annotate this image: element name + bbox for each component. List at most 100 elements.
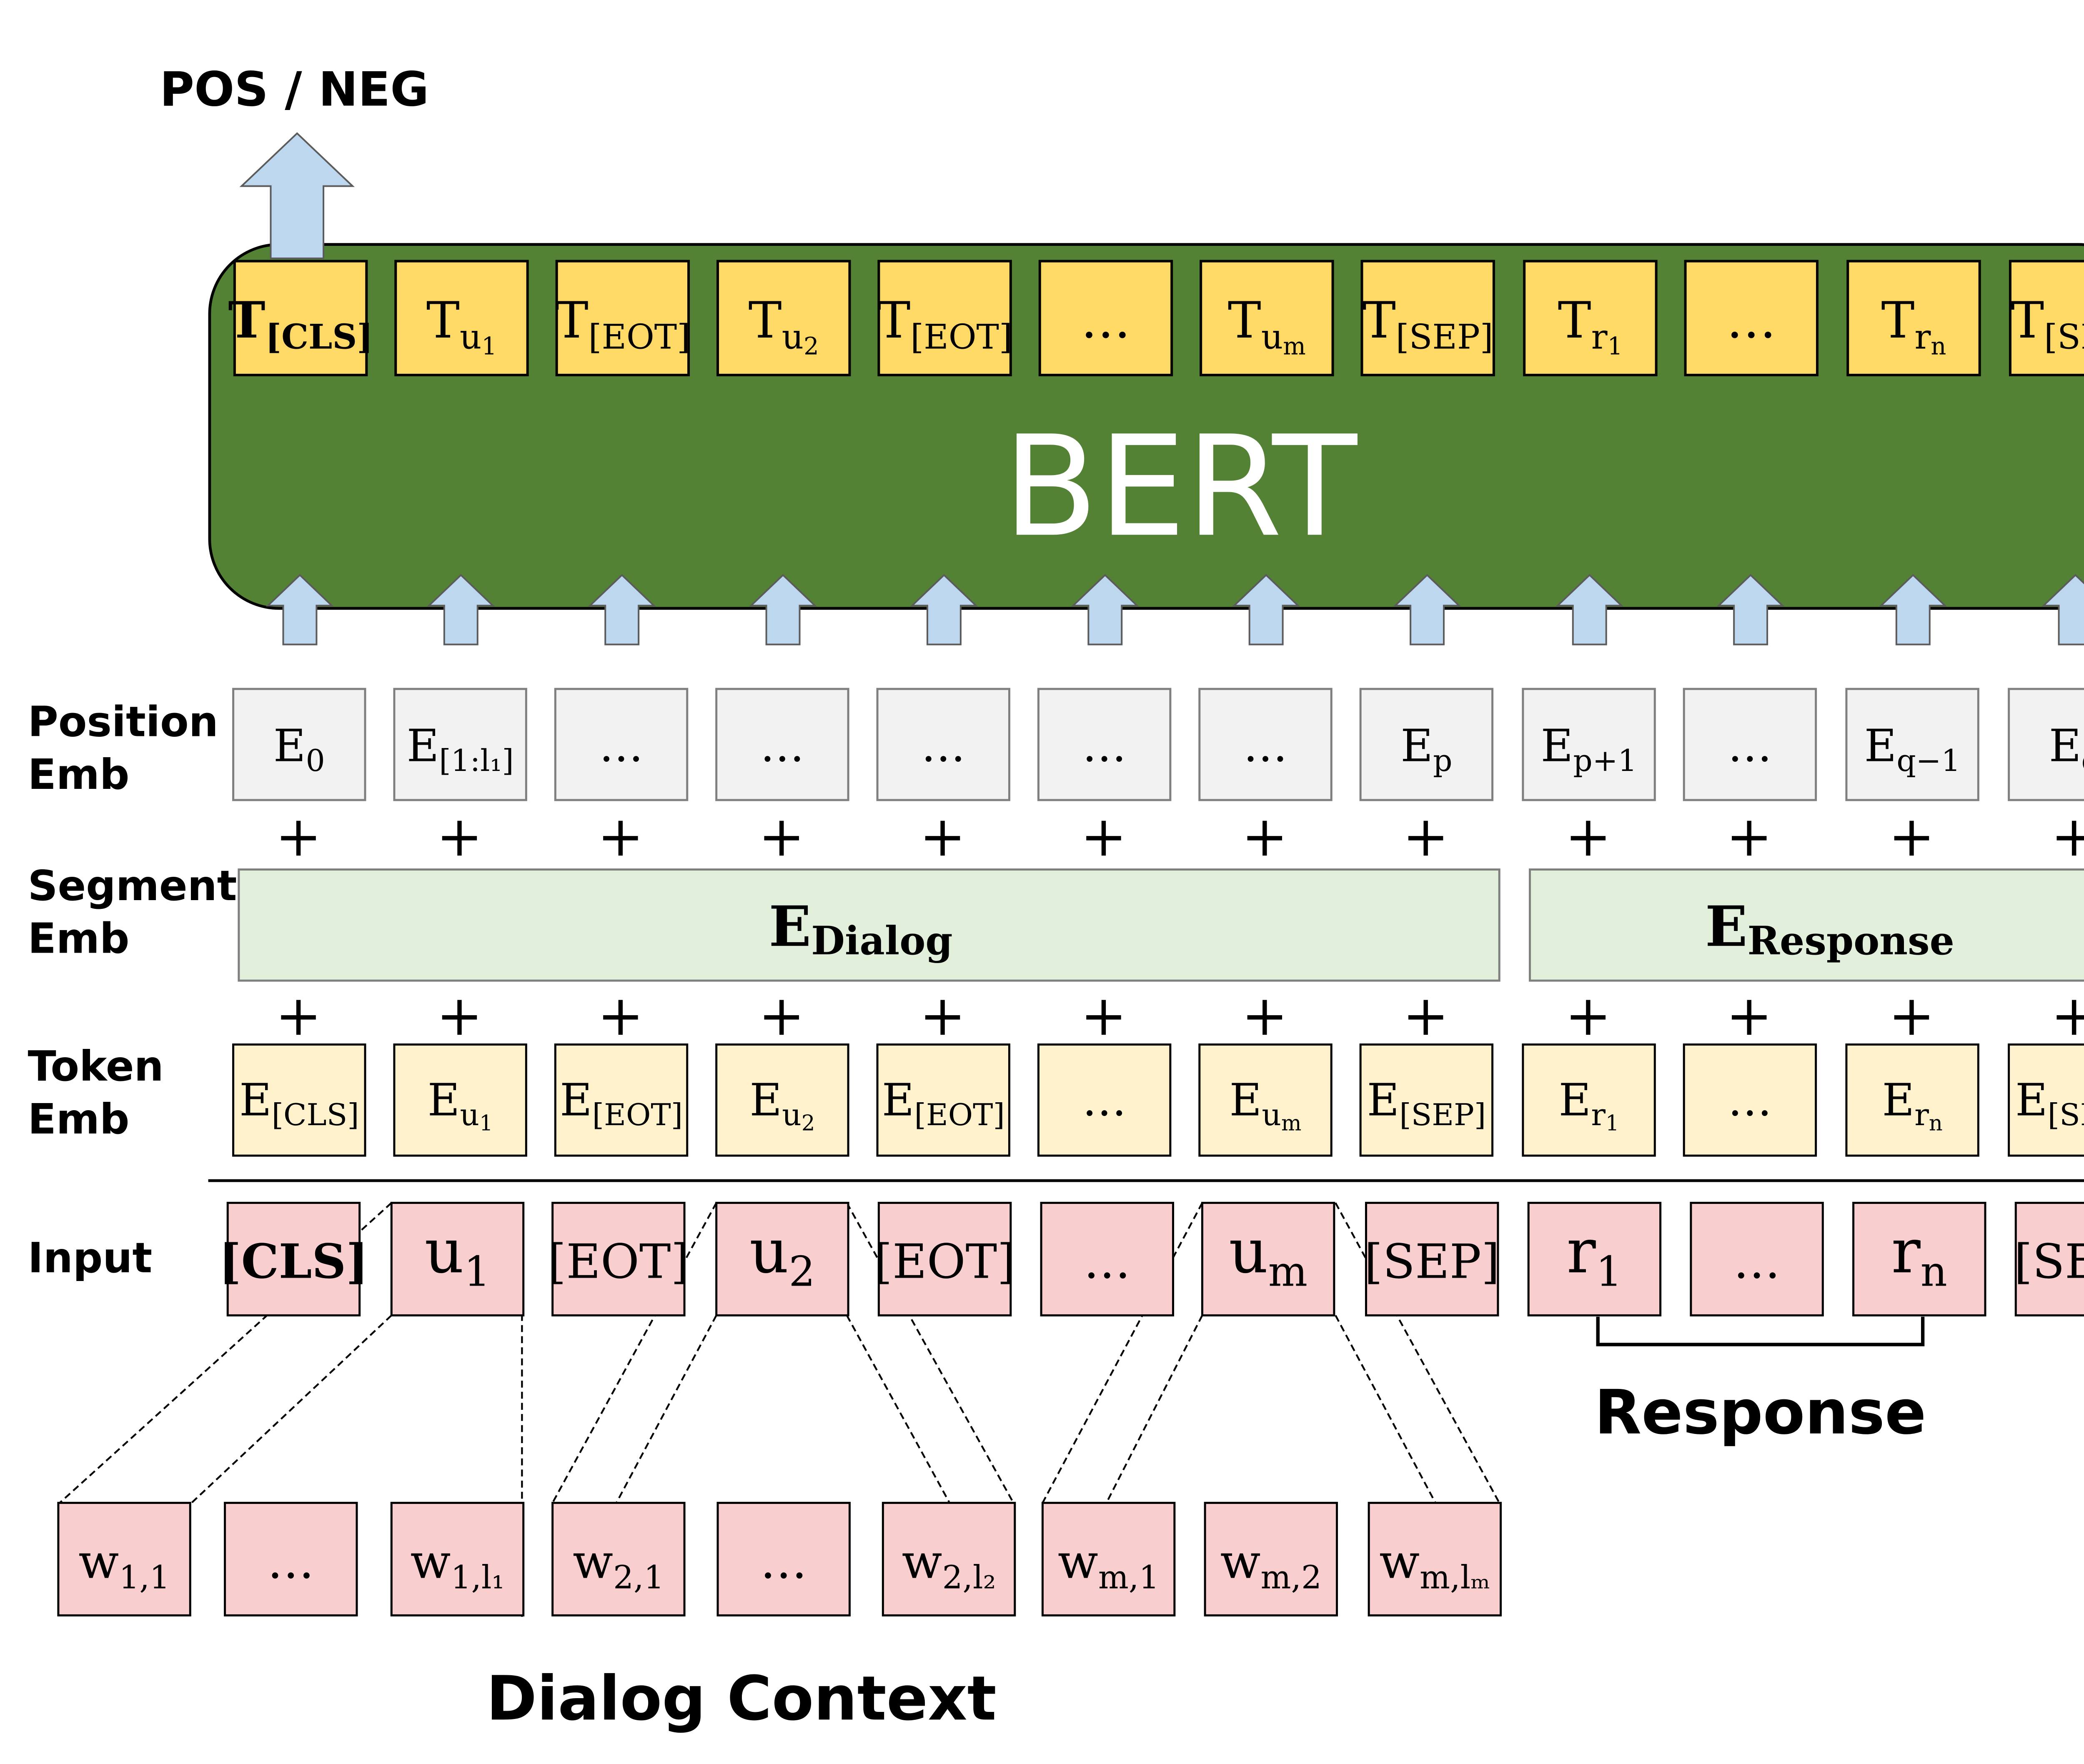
output-token-text: Tum: [1228, 292, 1306, 360]
token-emb-box: [715, 1043, 849, 1157]
token-emb-text: E[CLS]: [239, 1074, 359, 1133]
output-token-box: [394, 260, 529, 376]
output-token-box: [555, 260, 690, 376]
dialog-context-label: Dialog Context: [486, 1663, 997, 1734]
position-emb-box: [393, 688, 527, 801]
output-token-box: [877, 260, 1012, 376]
output-label: POS / NEG: [160, 62, 429, 117]
token-emb-box: [1359, 1043, 1494, 1157]
position-emb-text: Ep: [1400, 720, 1452, 778]
input-token-box: [390, 1201, 525, 1316]
token-emb-box: [1198, 1043, 1333, 1157]
output-token-box: [233, 260, 368, 376]
dashed-line: [846, 1202, 1014, 1504]
token-emb-text: Ern: [1882, 1074, 1942, 1136]
word-token-box: [1041, 1501, 1176, 1616]
plus-sign: +: [919, 983, 966, 1048]
input-token-text: u1: [425, 1216, 491, 1296]
input-token-text: rn: [1891, 1216, 1947, 1296]
input-token-text: [SEP]: [2014, 1234, 2084, 1289]
input-token-box: [877, 1201, 1012, 1316]
word-token-text: w2,l₂: [902, 1534, 996, 1596]
position-emb-text: Eq−1: [1864, 720, 1961, 778]
token-emb-box: [554, 1043, 689, 1157]
dashed-line: [1335, 1202, 1500, 1504]
word-token-box: [57, 1501, 191, 1616]
position-emb-box: [1037, 688, 1172, 801]
segment-dialog-text: EDialog: [769, 894, 953, 964]
position-emb-text: Ep+1: [1541, 720, 1637, 778]
dashed-line: [1105, 1315, 1203, 1504]
dashed-line: [1042, 1202, 1203, 1504]
input-token-box: [715, 1201, 849, 1316]
svg-text:Emb: Emb: [28, 1095, 130, 1143]
token-emb-box: [1683, 1043, 1817, 1157]
position-emb-box: [1522, 688, 1656, 801]
input-token-box: [551, 1201, 686, 1316]
word-token-box: [1368, 1501, 1502, 1616]
input-token-box: [1201, 1201, 1335, 1316]
input-token-text: u2: [749, 1216, 815, 1296]
input-token-text: [CLS]: [219, 1234, 368, 1289]
position-emb-text: …: [1243, 720, 1288, 772]
token-emb-text: …: [1082, 1074, 1127, 1126]
token-emb-text: Eu2: [749, 1074, 815, 1136]
word-token-text: wm,1: [1058, 1534, 1159, 1596]
position-emb-text: E[1:l₁]: [407, 720, 514, 778]
word-token-text: wm,2: [1220, 1534, 1322, 1596]
output-token-text: T[EOT]: [877, 292, 1012, 357]
svg-text:Emb: Emb: [28, 750, 130, 799]
plus-sign: +: [1080, 983, 1127, 1048]
position-emb-box: [2008, 688, 2084, 801]
word-token-box: [716, 1501, 851, 1616]
output-token-text: T[EOT]: [555, 292, 690, 357]
output-token-text: …: [1081, 292, 1131, 350]
plus-sign: +: [1080, 804, 1127, 869]
position-emb-box: [1683, 688, 1817, 801]
up-arrow-icon: [1555, 574, 1624, 646]
input-token-box: [2014, 1201, 2084, 1316]
word-token-text: w1,l₁: [411, 1534, 505, 1596]
output-token-box: [1846, 260, 1981, 376]
dashed-line: [846, 1315, 951, 1504]
svg-text:Position: Position: [28, 697, 218, 746]
word-token-text: w2,1: [573, 1534, 664, 1596]
token-emb-box: [1845, 1043, 1979, 1157]
position-emb-label: Position Emb: [28, 697, 218, 799]
output-token-text: Tu1: [426, 292, 497, 360]
word-token-text: w1,1: [78, 1534, 170, 1596]
word-token-box: [390, 1501, 525, 1616]
output-token-text: Tr1: [1558, 292, 1623, 360]
plus-sign: +: [436, 804, 483, 869]
token-emb-text: E[EOT]: [882, 1074, 1005, 1133]
position-emb-text: E0: [273, 720, 325, 778]
output-token-text: T[SEP]: [2011, 292, 2084, 357]
plus-row-upper: ++++++++++++: [275, 804, 2084, 869]
output-token-box: [716, 260, 851, 376]
dashed-line: [1335, 1315, 1436, 1504]
svg-text:Segment: Segment: [28, 861, 237, 910]
bert-label: BERT: [1003, 406, 1359, 568]
word-token-text: wm,lₘ: [1379, 1534, 1490, 1596]
up-arrow-icon: [1879, 574, 1947, 646]
plus-sign: +: [275, 804, 322, 869]
input-token-box: [1527, 1201, 1662, 1316]
position-emb-box: [1359, 688, 1494, 801]
response-label: Response: [1594, 1377, 1926, 1448]
position-emb-box: [1198, 688, 1333, 801]
token-emb-box: [393, 1043, 527, 1157]
up-arrow-icon: [588, 574, 656, 646]
output-token-box: [1038, 260, 1173, 376]
up-arrow-icon: [910, 574, 978, 646]
plus-sign: +: [597, 804, 644, 869]
bert-input-arrows: [266, 574, 2084, 646]
plus-sign: +: [275, 983, 322, 1048]
position-emb-box: [232, 688, 366, 801]
input-token-text: …: [1733, 1234, 1780, 1289]
segment-response-text: EResponse: [1705, 894, 1954, 964]
response-bracket: [1596, 1316, 1925, 1346]
output-token-box: [2009, 260, 2084, 376]
plus-sign: +: [1726, 804, 1773, 869]
